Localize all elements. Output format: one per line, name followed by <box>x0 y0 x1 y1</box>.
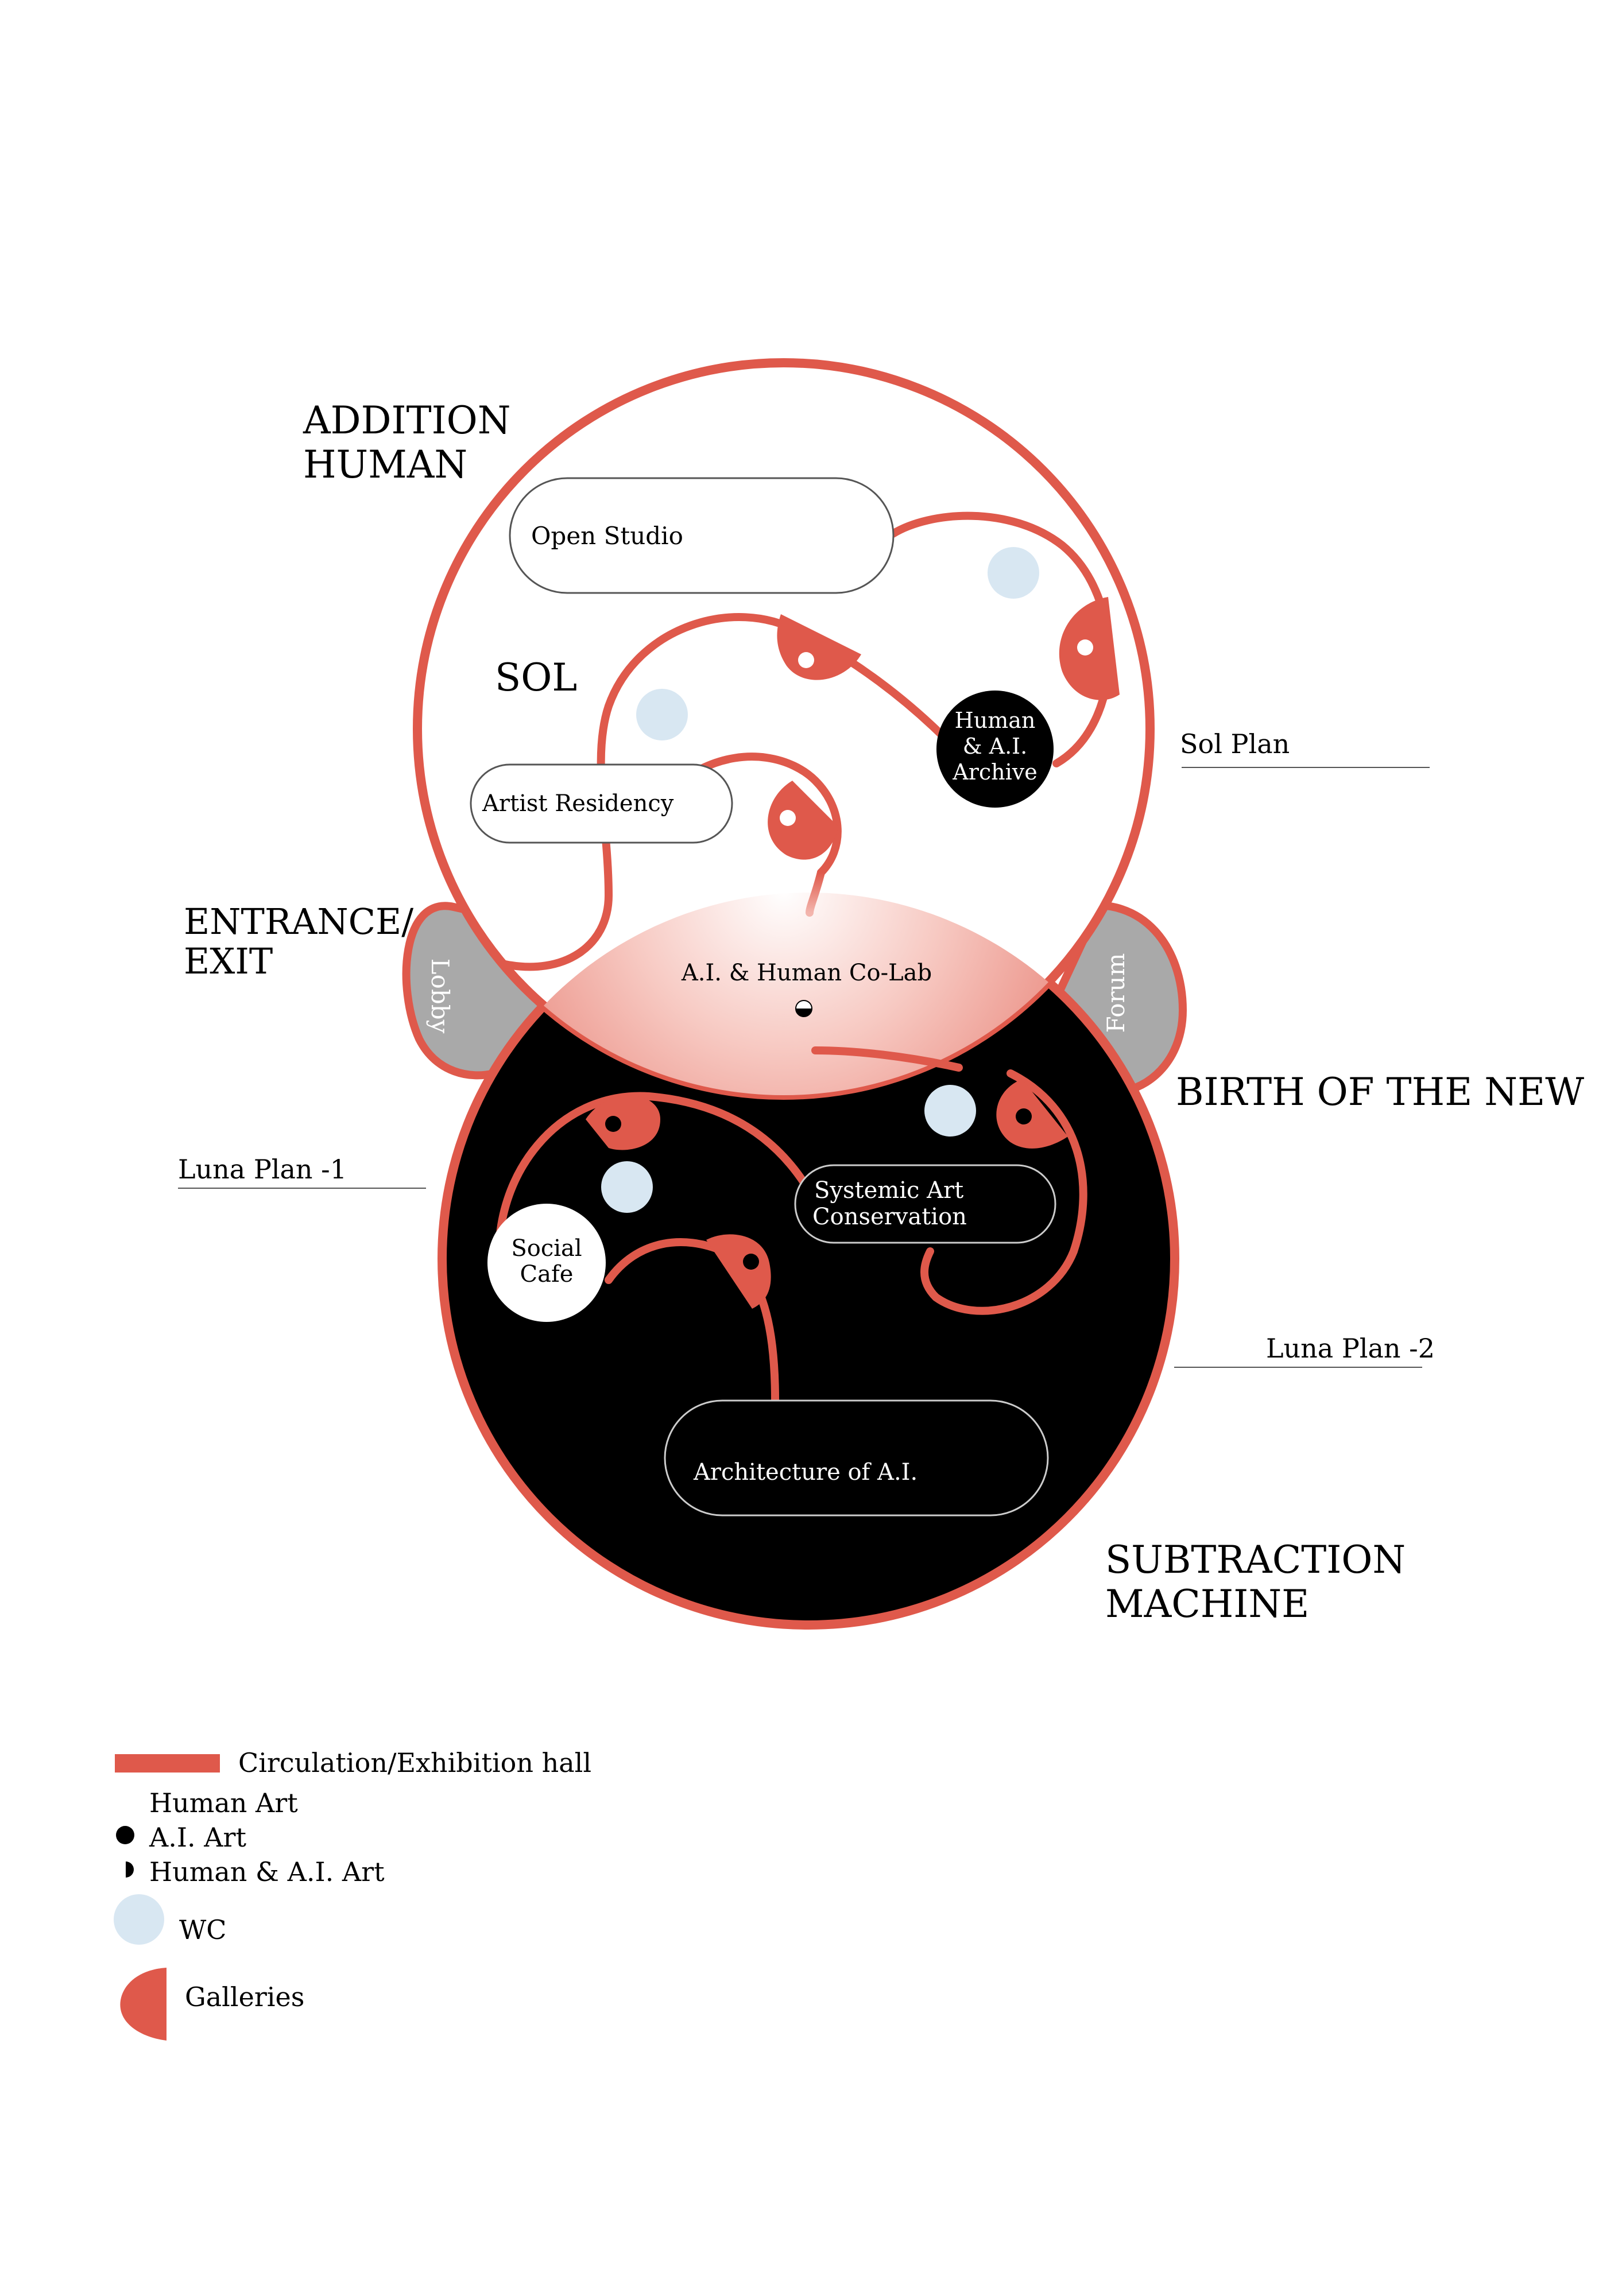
legend: Circulation/Exhibition hall Human Art A.… <box>114 1747 591 2041</box>
heading-entrance-2: EXIT <box>184 940 273 982</box>
human-ai-art-icon <box>126 1861 134 1878</box>
systemic-art-conservation: Systemic Art Conservation <box>794 1164 1056 1244</box>
archive-label-1: Human <box>955 708 1036 733</box>
luna-plan-1-label: Luna Plan -1 <box>178 1154 347 1185</box>
heading-subtraction-2: MACHINE <box>1105 1582 1309 1626</box>
heading-sol: SOL <box>495 656 577 700</box>
legend-circulation: Circulation/Exhibition hall <box>115 1747 591 1778</box>
wc-icon <box>636 689 688 740</box>
legend-wc: WC <box>114 1894 226 1945</box>
lobby-label: Lobby <box>426 959 454 1034</box>
luna-plan-2-label: Luna Plan -2 <box>1266 1333 1435 1364</box>
sol-plan-callout: Sol Plan <box>1180 728 1430 768</box>
sol-plan-label: Sol Plan <box>1180 728 1290 759</box>
wc-icon <box>988 547 1039 599</box>
heading-birth: BIRTH OF THE NEW <box>1176 1070 1584 1114</box>
legend-wc-label: WC <box>179 1914 226 1945</box>
wc-icon <box>114 1894 164 1945</box>
cafe-label-2: Cafe <box>520 1261 574 1287</box>
human-ai-art-icon <box>795 1000 812 1017</box>
legend-galleries: Galleries <box>120 1968 304 2041</box>
legend-galleries-label: Galleries <box>185 1981 304 2012</box>
gallery-luna-2 <box>996 1079 1068 1149</box>
legend-human-art-label: Human Art <box>149 1787 298 1818</box>
archive-label-3: Archive <box>952 759 1037 785</box>
social-cafe: Social Cafe <box>487 1204 606 1322</box>
legend-ai-art: A.I. Art <box>116 1822 246 1853</box>
heading-subtraction-1: SUBTRACTION <box>1105 1538 1406 1582</box>
wc-icon <box>924 1085 976 1137</box>
forum-label: Forum <box>1102 953 1130 1033</box>
heading-addition-1: ADDITION <box>303 398 511 443</box>
cafe-label-1: Social <box>511 1235 582 1262</box>
luna-plan-2-callout: Luna Plan -2 <box>1174 1333 1435 1368</box>
luna-plan-1-callout: Luna Plan -1 <box>178 1154 426 1189</box>
open-studio: Open Studio <box>509 477 895 594</box>
artist-residency-label: Artist Residency <box>482 790 674 817</box>
legend-human-ai-art-label: Human & A.I. Art <box>149 1856 385 1887</box>
architecture-label: Architecture of A.I. <box>693 1459 918 1486</box>
artist-residency: Artist Residency <box>470 763 733 844</box>
gallery-sol-3 <box>768 781 838 860</box>
gallery-luna-3 <box>706 1234 771 1309</box>
ai-art-icon <box>116 1826 134 1844</box>
systemic-label-2: Conservation <box>812 1204 967 1230</box>
legend-ai-art-label: A.I. Art <box>149 1822 246 1853</box>
gallery-sol-1 <box>777 614 861 680</box>
legend-circulation-label: Circulation/Exhibition hall <box>238 1747 591 1778</box>
legend-human-art: Human Art <box>149 1787 298 1818</box>
wc-icon <box>601 1161 653 1213</box>
systemic-label-1: Systemic Art <box>814 1177 963 1204</box>
open-studio-label: Open Studio <box>531 522 683 550</box>
heading-addition-2: HUMAN <box>303 443 467 487</box>
gallery-icon <box>120 1968 167 2041</box>
human-ai-archive: Human & A.I. Archive <box>936 691 1054 808</box>
sol-galleries <box>768 597 1120 860</box>
legend-human-ai-art: Human & A.I. Art <box>126 1856 385 1887</box>
colab-label: A.I. & Human Co-Lab <box>681 960 932 986</box>
gallery-sol-2 <box>1059 597 1120 700</box>
archive-label-2: & A.I. <box>963 734 1028 759</box>
architecture-of-ai: Architecture of A.I. <box>664 1399 1049 1517</box>
gallery-luna-1 <box>586 1095 660 1150</box>
luna-galleries <box>586 1079 1068 1309</box>
heading-entrance-1: ENTRANCE/ <box>184 901 413 943</box>
